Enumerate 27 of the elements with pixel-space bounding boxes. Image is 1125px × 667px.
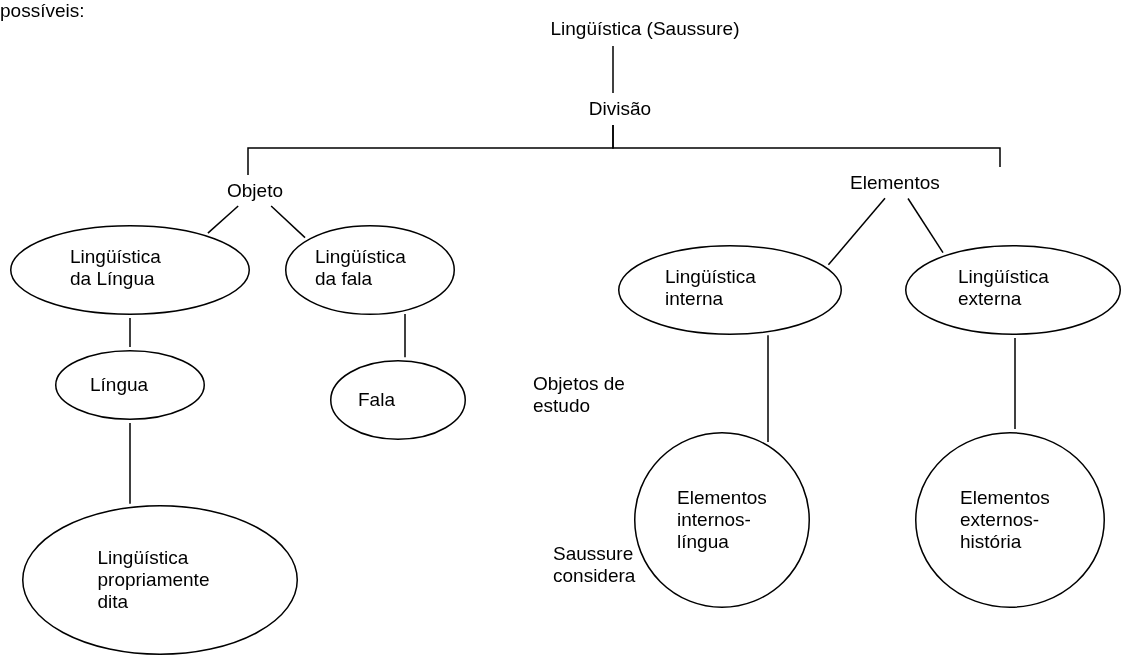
connector-line (612, 45, 614, 94)
node-label: Elementos externos- história (960, 487, 1051, 553)
node-label: Lingüística (Saussure) (550, 18, 740, 40)
connector-line (612, 124, 1001, 168)
text-label: Objetos de estudo (533, 373, 626, 417)
connector-line (270, 205, 306, 239)
node-label: Objeto (227, 180, 283, 202)
connector-line (207, 205, 239, 234)
node-label: Lingüística da Língua (70, 246, 162, 290)
connector-line (129, 317, 131, 348)
node-label: Língua (90, 374, 150, 396)
node-label: Lingüística interna (665, 266, 757, 310)
connector-line (907, 197, 944, 254)
node-label: Elementos internos- língua (677, 487, 768, 553)
node-label: Divisão (588, 98, 652, 120)
node-label: Lingüística propriamente dita (97, 547, 211, 613)
connector-line (129, 422, 131, 505)
text-label: possíveis: (0, 0, 85, 22)
connector-line (1014, 337, 1016, 430)
node-label: Elementos (850, 172, 940, 194)
node-label: Fala (358, 389, 396, 411)
node-label: Lingüística da fala (315, 246, 407, 290)
node-label: Lingüística externa (958, 266, 1050, 310)
text-label: Saussure considera (553, 543, 637, 587)
connector-line (404, 313, 406, 358)
connector-line (767, 334, 769, 443)
connector-line (827, 197, 886, 266)
